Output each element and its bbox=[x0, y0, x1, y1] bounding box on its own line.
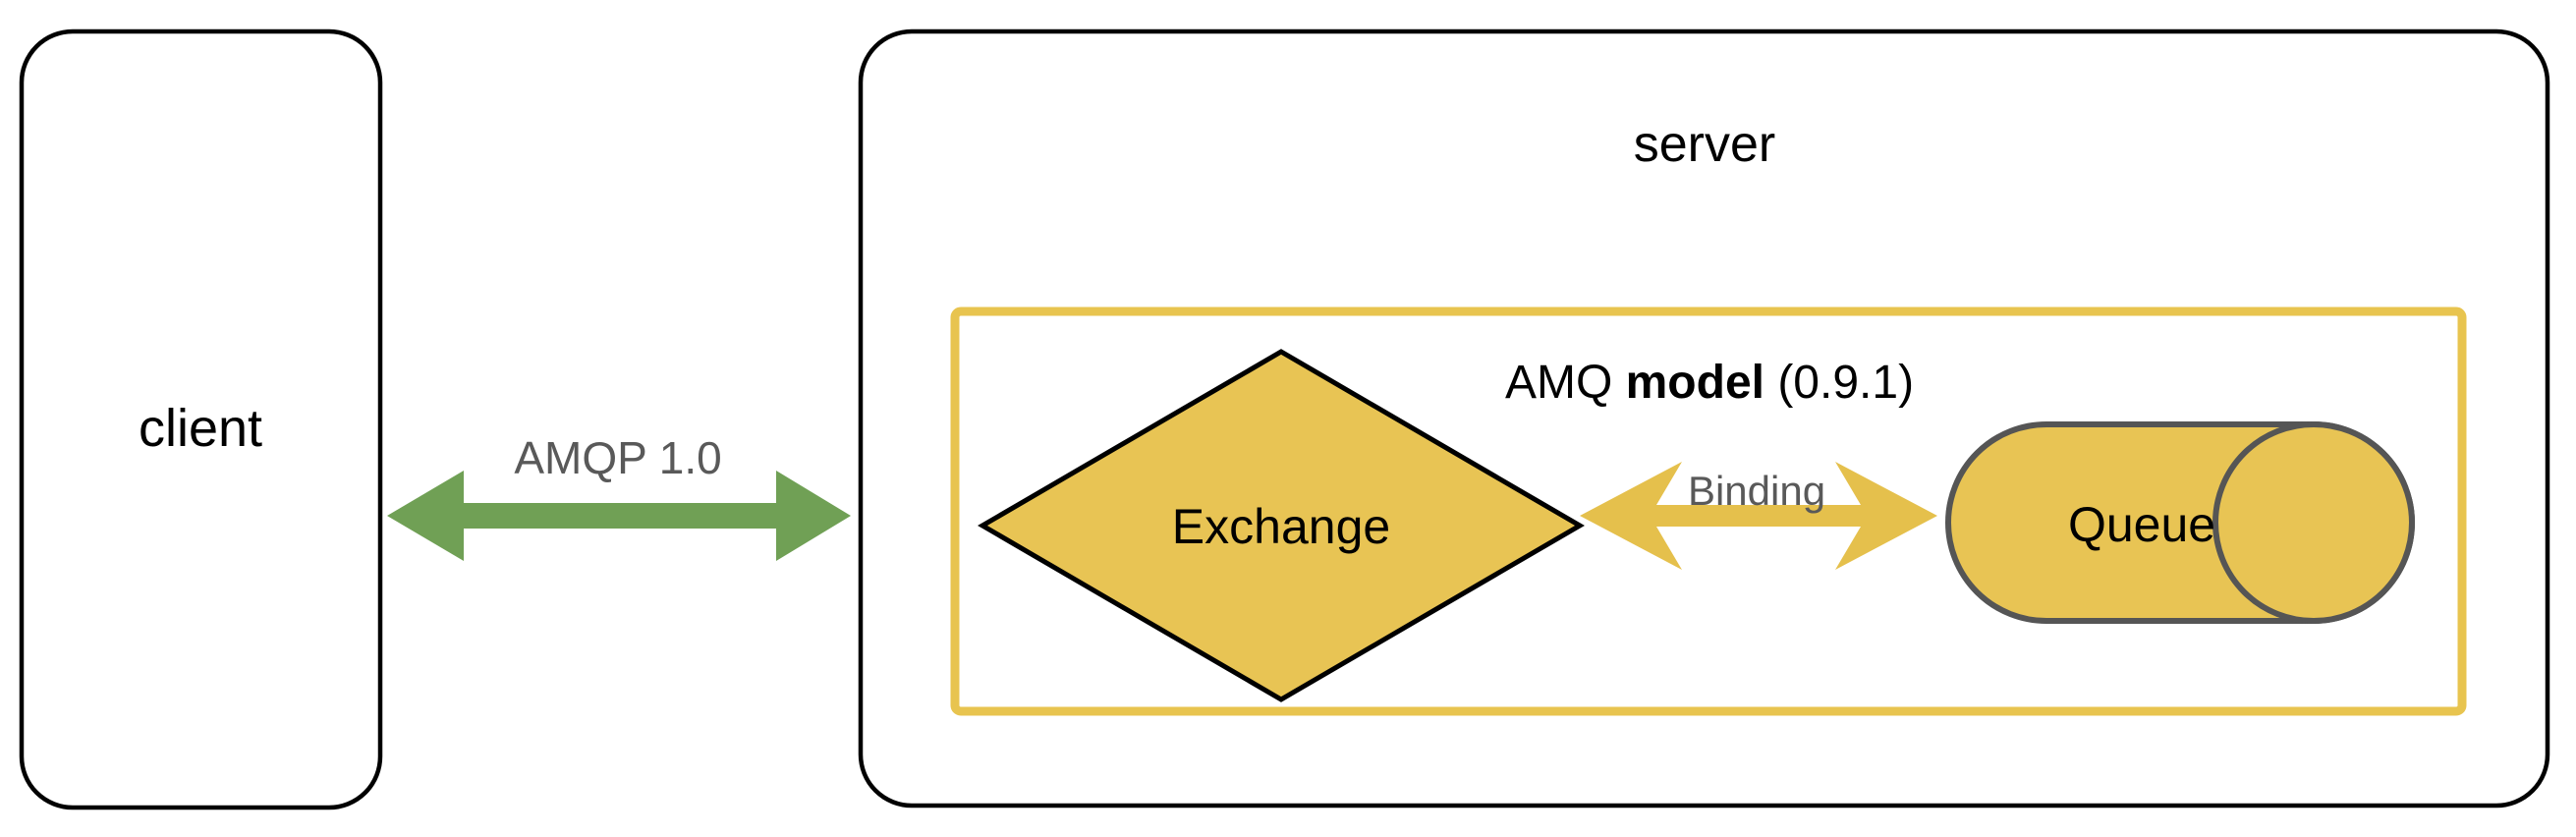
exchange-node[interactable] bbox=[978, 349, 1585, 702]
binding-arrow[interactable] bbox=[1580, 462, 1937, 570]
client-container[interactable] bbox=[19, 28, 383, 810]
queue-cap-ellipse bbox=[2212, 421, 2415, 624]
server-container[interactable] bbox=[858, 28, 2550, 809]
amq-model-container[interactable] bbox=[950, 307, 2467, 716]
amqp-arrow[interactable] bbox=[387, 471, 851, 561]
queue-node[interactable] bbox=[1945, 421, 2415, 624]
